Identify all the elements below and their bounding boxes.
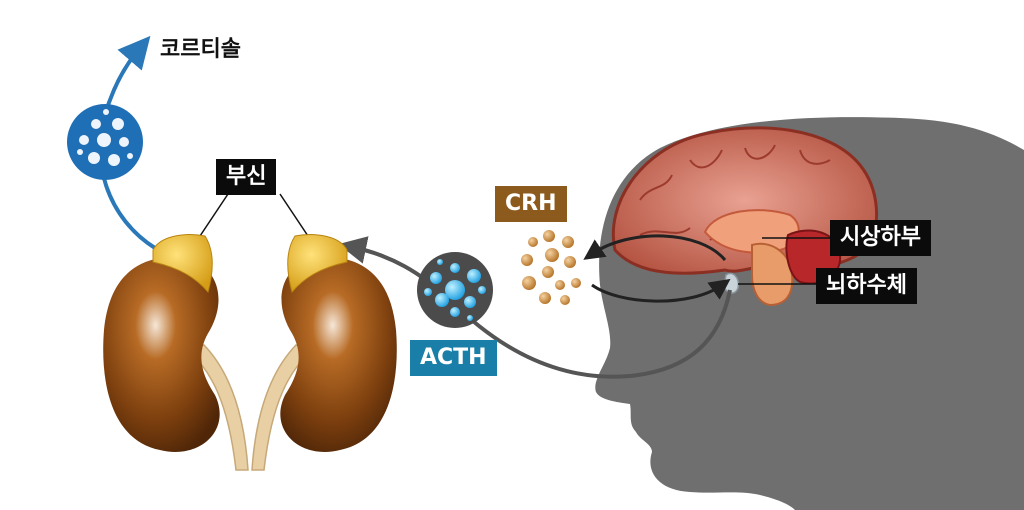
hypothalamus-label: 시상하부 xyxy=(830,220,931,256)
crh-release-arrow xyxy=(583,234,727,261)
acth-hormone-icon xyxy=(417,252,493,328)
left-ureter xyxy=(186,344,249,471)
adrenal-label: 부신 xyxy=(216,159,277,195)
crh-particles xyxy=(521,230,581,305)
pituitary-label: 뇌하수체 xyxy=(816,268,917,304)
left-kidney-icon xyxy=(103,256,220,452)
cortisol-hormone-icon xyxy=(67,104,143,180)
cortisol-label: 코르티솔 xyxy=(160,37,241,62)
acth-label: ACTH xyxy=(410,340,497,376)
acth-circulation-arrow xyxy=(338,236,732,379)
right-adrenal-gland-icon xyxy=(287,234,348,294)
left-adrenal-gland-icon xyxy=(152,234,213,294)
right-ureter xyxy=(251,344,314,471)
crh-label: CRH xyxy=(495,186,567,222)
crh-to-pituitary-arrow xyxy=(591,278,731,303)
brain-icon xyxy=(611,126,879,307)
right-kidney-icon xyxy=(280,256,397,452)
